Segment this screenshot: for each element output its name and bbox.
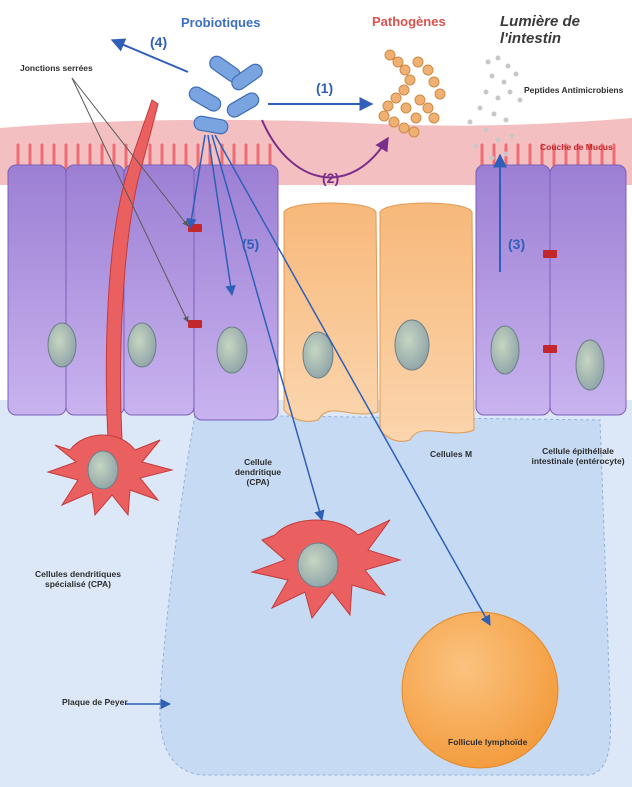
step-1-label: (1)	[316, 80, 333, 96]
label-antimicrobial-peptides: Peptides Antimicrobiens	[524, 86, 623, 96]
step-4-label: (4)	[150, 34, 167, 50]
pathogens-cluster	[379, 50, 445, 137]
enterocytes-right	[476, 165, 626, 415]
label-dendritic-cell: Cellule dendritique (CPA)	[228, 458, 288, 487]
step-3-label: (3)	[508, 236, 525, 252]
label-probiotics: Probiotiques	[181, 16, 260, 31]
label-mucus-layer: Couche de Mucus	[540, 143, 613, 153]
label-epithelial-cell: Cellule épithéliale intestinale (entéroc…	[528, 447, 628, 467]
label-m-cells: Cellules M	[430, 450, 472, 460]
label-pathogens: Pathogènes	[372, 15, 446, 30]
step-2-label: (2)	[322, 170, 339, 186]
label-lymphoid-follicle: Follicule lymphoïde	[448, 738, 527, 748]
step-5-label: (5)	[242, 236, 259, 252]
enterocytes-left	[8, 165, 278, 420]
label-peyer-patch: Plaque de Peyer	[62, 698, 128, 708]
label-specialized-dendritic: Cellules dendritiques spécialisé (CPA)	[18, 570, 138, 590]
label-tight-junctions: Jonctions serrées	[20, 64, 93, 74]
label-lumen: Lumière de l'intestin	[500, 13, 632, 48]
